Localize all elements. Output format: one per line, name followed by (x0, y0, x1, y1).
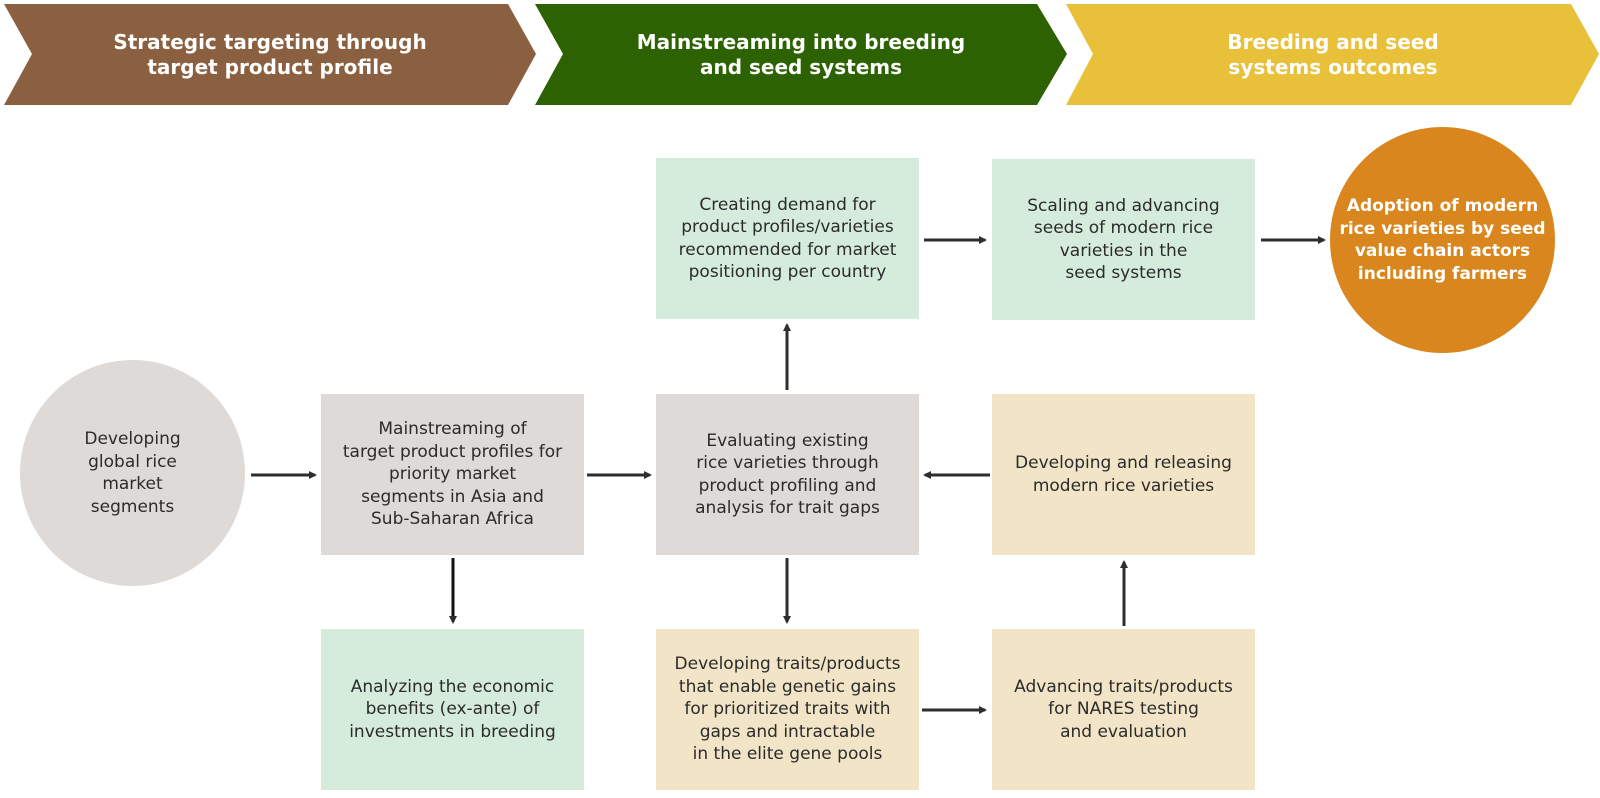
node-label: Developing traits/products that enable g… (674, 654, 901, 765)
chevron-shape (1066, 4, 1599, 105)
node-label: Developing and releasing modern rice var… (1015, 453, 1232, 496)
node-label: Adoption of modern rice varieties by see… (1339, 196, 1546, 284)
chevron-shape (535, 4, 1067, 105)
node-economic-benefits: Analyzing the economic benefits (ex-ante… (321, 629, 584, 790)
node-label: Evaluating existing rice varieties throu… (695, 430, 880, 519)
node-creating-demand: Creating demand for product profiles/var… (656, 158, 919, 319)
node-label: Creating demand for product profiles/var… (678, 194, 897, 283)
node-evaluating-varieties: Evaluating existing rice varieties throu… (656, 394, 919, 555)
node-label: Analyzing the economic benefits (ex-ante… (349, 676, 556, 742)
chevron-shape (4, 4, 536, 105)
node-global-market-segments: Developing global rice market segments (20, 360, 245, 586)
phase-chevron-outcomes: Breeding and seed systems outcomes (1066, 4, 1600, 105)
phase-chevron-mainstreaming: Mainstreaming into breeding and seed sys… (535, 4, 1067, 105)
node-label: Scaling and advancing seeds of modern ri… (1027, 195, 1220, 284)
node-advancing-traits: Advancing traits/products for NARES test… (992, 629, 1255, 790)
node-adoption: Adoption of modern rice varieties by see… (1330, 127, 1555, 353)
node-label: Advancing traits/products for NARES test… (1014, 676, 1233, 742)
phase-label: Breeding and seed systems outcomes (1227, 29, 1439, 79)
node-mainstreaming-tpp: Mainstreaming of target product profiles… (321, 394, 584, 555)
node-releasing-varieties: Developing and releasing modern rice var… (992, 394, 1255, 555)
phase-label: Strategic targeting through target produ… (113, 29, 427, 79)
node-developing-traits: Developing traits/products that enable g… (656, 629, 919, 790)
phase-label: Mainstreaming into breeding and seed sys… (636, 29, 966, 79)
node-scaling-seeds: Scaling and advancing seeds of modern ri… (992, 159, 1255, 320)
phase-chevron-strategic-targeting: Strategic targeting through target produ… (4, 4, 536, 105)
node-label: Mainstreaming of target product profiles… (342, 419, 563, 530)
node-label: Developing global rice market segments (84, 429, 181, 517)
